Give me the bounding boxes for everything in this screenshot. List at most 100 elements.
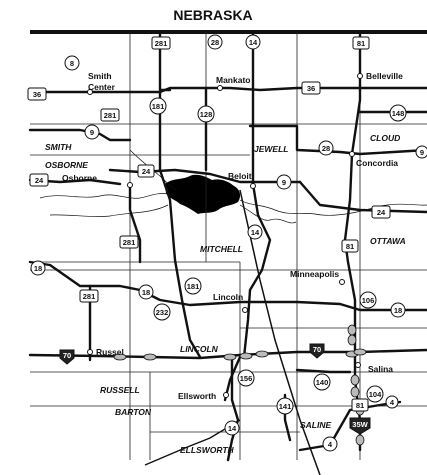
city-salina: Salina <box>368 364 393 374</box>
county-ottawa: OTTAWA <box>370 236 406 246</box>
shield-156: 156 <box>237 369 255 387</box>
shield-24-east: 24 <box>371 205 391 219</box>
svg-text:4: 4 <box>390 398 395 407</box>
shield-106: 106 <box>359 291 377 309</box>
rivers <box>39 149 427 224</box>
svg-text:104: 104 <box>369 390 382 399</box>
county-barton: BARTON <box>115 407 152 417</box>
city-beloit: Beloit <box>228 171 252 181</box>
svg-text:281: 281 <box>83 292 96 301</box>
city-ellsworth: Ellsworth <box>178 391 216 401</box>
svg-text:18: 18 <box>142 288 150 297</box>
svg-text:9: 9 <box>90 128 94 137</box>
svg-text:24: 24 <box>142 167 151 176</box>
svg-text:24: 24 <box>377 208 386 217</box>
svg-text:181: 181 <box>152 102 165 111</box>
svg-text:14: 14 <box>249 38 258 47</box>
shield-35w: 35W <box>349 417 371 435</box>
svg-text:106: 106 <box>362 296 375 305</box>
shield-148: 148 <box>389 104 407 122</box>
svg-text:181: 181 <box>187 282 200 291</box>
shield-4-east: 4 <box>385 395 399 409</box>
county-russell: RUSSELL <box>100 385 140 395</box>
shield-104: 104 <box>366 385 384 403</box>
shield-140: 140 <box>313 373 331 391</box>
county-boundaries <box>30 32 427 460</box>
svg-text:9: 9 <box>282 178 286 187</box>
county-cloud: CLOUD <box>370 133 400 143</box>
svg-text:232: 232 <box>156 308 169 317</box>
svg-text:36: 36 <box>33 90 41 99</box>
svg-text:18: 18 <box>34 264 42 273</box>
svg-text:28: 28 <box>211 38 219 47</box>
shield-181-b: 181 <box>184 277 202 295</box>
city-concordia: Concordia <box>356 158 398 168</box>
svg-text:281: 281 <box>155 39 168 48</box>
shield-281-d: 281 <box>79 289 99 303</box>
shield-28-mid: 28 <box>318 140 334 156</box>
diagonal-route <box>239 189 321 475</box>
shield-14-mid: 14 <box>247 224 263 240</box>
city-smith: Smith <box>88 71 112 81</box>
svg-text:156: 156 <box>240 374 253 383</box>
county-smith: SMITH <box>45 142 72 152</box>
shield-4-south: 4 <box>322 436 338 452</box>
shield-24-a: 24 <box>137 164 155 178</box>
city-russel: Russel <box>96 347 124 357</box>
svg-text:141: 141 <box>279 402 292 411</box>
svg-text:35W: 35W <box>352 420 368 429</box>
city-dots <box>87 73 363 398</box>
shield-36-east: 36 <box>301 81 321 95</box>
svg-text:128: 128 <box>200 110 213 119</box>
shield-18-west: 18 <box>30 260 46 276</box>
svg-text:36: 36 <box>307 84 315 93</box>
shield-9-beloit: 9 <box>276 174 292 190</box>
svg-text:81: 81 <box>346 242 354 251</box>
city-minneapolis: Minneapolis <box>290 269 339 279</box>
city-mankato: Mankato <box>216 75 250 85</box>
shield-141: 141 <box>276 397 294 415</box>
shield-70-east: 70 <box>309 343 325 359</box>
svg-text:18: 18 <box>394 306 402 315</box>
shield-81-top: 81 <box>352 36 370 50</box>
shield-14-top: 14 <box>245 34 261 50</box>
shield-18-b: 18 <box>138 284 154 300</box>
city-osborne: Osborne <box>62 173 97 183</box>
interchanges <box>113 324 367 446</box>
svg-text:81: 81 <box>356 401 364 410</box>
svg-text:70: 70 <box>63 351 71 360</box>
shield-24-west: 24 <box>29 173 49 187</box>
shield-281-c: 281 <box>119 235 139 249</box>
svg-text:148: 148 <box>392 109 405 118</box>
svg-text:70: 70 <box>313 345 321 354</box>
shield-9-east: 9 <box>415 145 427 159</box>
city-belleville: Belleville <box>366 71 403 81</box>
svg-text:28: 28 <box>322 144 330 153</box>
lake <box>165 174 241 214</box>
county-saline: SALINE <box>300 420 332 430</box>
shield-36-west: 36 <box>27 87 47 101</box>
city-lincoln: Lincoln <box>213 292 243 302</box>
shield-281-top: 281 <box>151 36 171 50</box>
shield-18-east: 18 <box>390 302 406 318</box>
route-shields: 8 281 28 14 81 36 36 281 181 128 148 9 2… <box>27 34 427 452</box>
state-label-nebraska: NEBRASKA <box>173 7 252 23</box>
county-jewell: JEWELL <box>254 144 288 154</box>
shield-232: 232 <box>153 303 171 321</box>
county-osborne: OSBORNE <box>45 160 88 170</box>
shield-281-b: 281 <box>100 108 120 122</box>
svg-text:14: 14 <box>251 228 260 237</box>
shield-70-west: 70 <box>59 349 75 365</box>
svg-text:9: 9 <box>420 148 424 157</box>
svg-text:281: 281 <box>104 111 117 120</box>
svg-text:8: 8 <box>70 59 74 68</box>
shield-128: 128 <box>197 105 215 123</box>
svg-text:24: 24 <box>35 176 44 185</box>
county-lincoln: LINCOLN <box>180 344 219 354</box>
shield-181-a: 181 <box>149 97 167 115</box>
shield-28-top: 28 <box>207 34 223 50</box>
shield-9-west: 9 <box>84 124 100 140</box>
svg-text:81: 81 <box>357 39 365 48</box>
svg-text:140: 140 <box>316 378 329 387</box>
